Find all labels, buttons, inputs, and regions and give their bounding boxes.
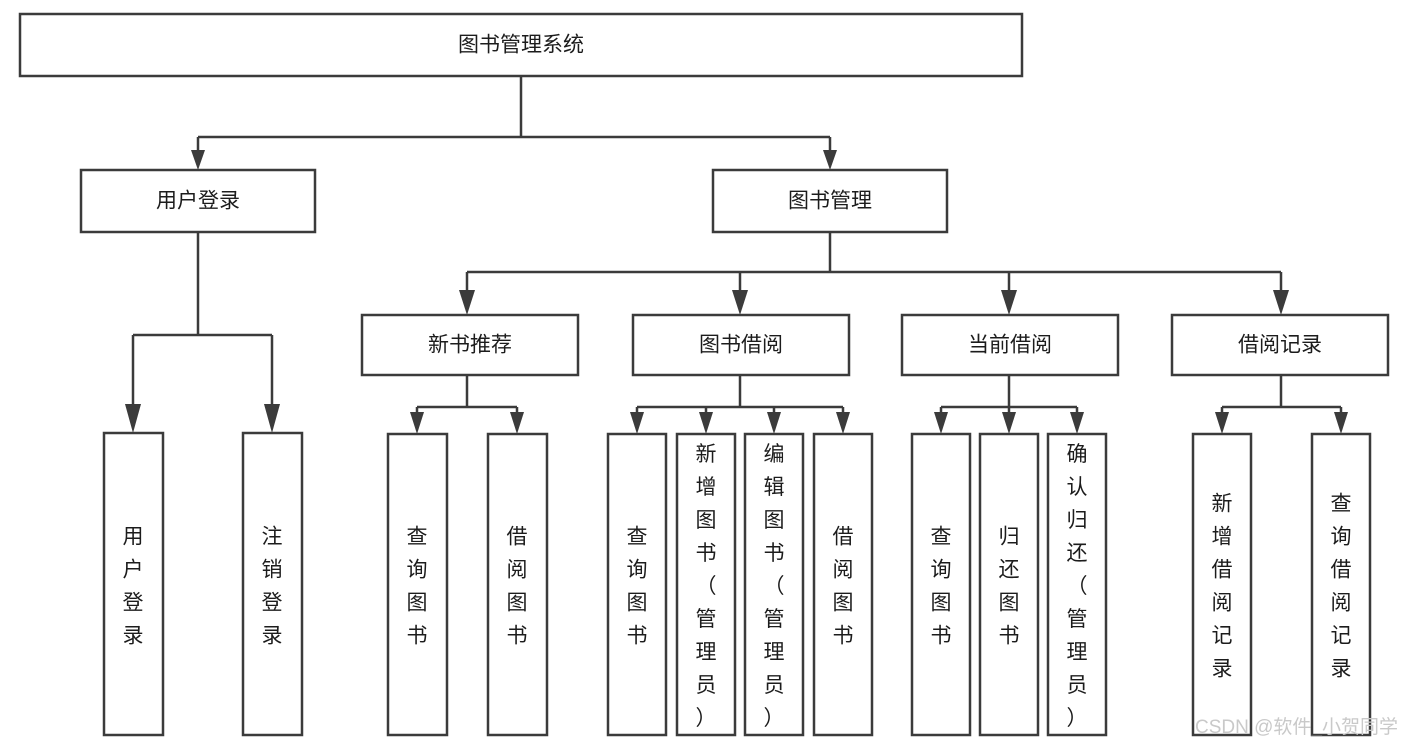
leaf-current-borrow-query-box[interactable] <box>910 432 972 737</box>
node-book-manage[interactable]: 图书管理 <box>711 168 949 234</box>
leaf-new-book-query[interactable]: 查询图书 <box>386 432 449 737</box>
leaf-book-borrow-query[interactable]: 查询图书 <box>606 432 668 737</box>
arrow-to-current-borrow <box>1001 290 1017 315</box>
leaf-borrow-record-add[interactable]: 新增借阅记录 <box>1191 432 1253 737</box>
arrow-to-leaf-user-login <box>125 404 141 433</box>
connector-layer <box>125 76 1348 434</box>
node-borrow-record-label: 借阅记录 <box>1238 334 1322 357</box>
arrow-to-new-book-recommend <box>459 290 475 315</box>
node-current-borrow[interactable]: 当前借阅 <box>900 313 1120 377</box>
arrow-bookborrow-leaf-3 <box>767 412 781 434</box>
leaf-user-login-login[interactable]: 用户登录 <box>102 431 165 737</box>
node-book-manage-box[interactable] <box>711 168 949 234</box>
leaf-current-borrow-confirm[interactable]: 确认归还（管理员） <box>1046 432 1108 737</box>
leaf-current-borrow-query-label: 查询图书 <box>931 526 952 648</box>
leaf-book-borrow-add[interactable]: 新增图书（管理员） <box>675 432 737 737</box>
leaf-book-borrow-query-label: 查询图书 <box>627 526 648 648</box>
leaf-current-borrow-return-box[interactable] <box>978 432 1040 737</box>
node-root-label: 图书管理系统 <box>458 34 584 57</box>
node-book-manage-label: 图书管理 <box>788 190 872 213</box>
leaf-current-borrow-confirm-label: 确认归还（管理员） <box>1067 443 1088 730</box>
leaf-new-book-borrow-label: 借阅图书 <box>507 526 528 648</box>
node-current-borrow-label: 当前借阅 <box>968 334 1052 357</box>
leaf-borrow-record-query[interactable]: 查询借阅记录 <box>1310 432 1372 737</box>
arrow-currentborrow-leaf-1 <box>934 412 948 434</box>
node-current-borrow-box[interactable] <box>900 313 1120 377</box>
leaf-new-book-query-label: 查询图书 <box>407 526 428 648</box>
leaf-user-login-login-label: 用户登录 <box>123 526 144 648</box>
leaf-book-borrow-query-box[interactable] <box>606 432 668 737</box>
node-root[interactable]: 图书管理系统 <box>18 12 1024 78</box>
node-new-book-recommend-box[interactable] <box>360 313 580 377</box>
arrow-currentborrow-leaf-3 <box>1070 412 1084 434</box>
arrow-to-book-manage <box>823 150 837 170</box>
leaf-user-login-logout-label: 注销登录 <box>262 526 283 648</box>
arrow-newbook-leaf-1 <box>410 412 424 434</box>
node-borrow-record-box[interactable] <box>1170 313 1390 377</box>
arrow-to-user-login <box>191 150 205 170</box>
node-user-login-label: 用户登录 <box>156 190 240 213</box>
node-user-login-box[interactable] <box>79 168 317 234</box>
csdn-watermark: CSDN @软件_小贺同学 <box>1195 716 1398 738</box>
arrow-borrowrecord-leaf-1 <box>1215 412 1229 434</box>
arrow-currentborrow-leaf-2 <box>1002 412 1016 434</box>
leaf-current-borrow-return[interactable]: 归还图书 <box>978 432 1040 737</box>
leaf-book-borrow-borrow-box[interactable] <box>812 432 874 737</box>
node-book-borrow-box[interactable] <box>631 313 851 377</box>
arrow-newbook-leaf-2 <box>510 412 524 434</box>
leaf-borrow-record-query-label: 查询借阅记录 <box>1331 493 1352 681</box>
leaf-borrow-record-add-label: 新增借阅记录 <box>1212 493 1233 681</box>
arrow-to-book-borrow <box>732 290 748 315</box>
leaf-book-borrow-add-box[interactable] <box>675 432 737 737</box>
leaf-user-login-logout-box[interactable] <box>241 431 304 737</box>
leaf-current-borrow-query[interactable]: 查询图书 <box>910 432 972 737</box>
leaf-new-book-borrow[interactable]: 借阅图书 <box>486 432 549 737</box>
leaf-borrow-record-query-box[interactable] <box>1310 432 1372 737</box>
leaf-book-borrow-borrow-label: 借阅图书 <box>833 526 854 648</box>
arrow-to-borrow-record <box>1273 290 1289 315</box>
leaf-book-borrow-edit-label: 编辑图书（管理员） <box>764 443 785 730</box>
arrow-bookborrow-leaf-4 <box>836 412 850 434</box>
leaf-user-login-logout[interactable]: 注销登录 <box>241 431 304 737</box>
leaf-new-book-borrow-box[interactable] <box>486 432 549 737</box>
arrow-to-leaf-logout <box>264 404 280 433</box>
node-book-borrow[interactable]: 图书借阅 <box>631 313 851 377</box>
leaf-book-borrow-borrow[interactable]: 借阅图书 <box>812 432 874 737</box>
leaf-current-borrow-return-label: 归还图书 <box>999 526 1020 648</box>
node-new-book-recommend-label: 新书推荐 <box>428 334 512 357</box>
leaf-current-borrow-confirm-box[interactable] <box>1046 432 1108 737</box>
leaf-book-borrow-add-label: 新增图书（管理员） <box>696 443 717 730</box>
leaf-borrow-record-add-box[interactable] <box>1191 432 1253 737</box>
leaf-new-book-query-box[interactable] <box>386 432 449 737</box>
node-book-borrow-label: 图书借阅 <box>699 334 783 357</box>
leaf-book-borrow-edit-box[interactable] <box>743 432 805 737</box>
arrow-bookborrow-leaf-1 <box>630 412 644 434</box>
node-user-login[interactable]: 用户登录 <box>79 168 317 234</box>
leaf-user-login-login-box[interactable] <box>102 431 165 737</box>
arrow-borrowrecord-leaf-2 <box>1334 412 1348 434</box>
node-root-box[interactable] <box>18 12 1024 78</box>
node-new-book-recommend[interactable]: 新书推荐 <box>360 313 580 377</box>
leaf-book-borrow-edit[interactable]: 编辑图书（管理员） <box>743 432 805 737</box>
node-borrow-record[interactable]: 借阅记录 <box>1170 313 1390 377</box>
arrow-bookborrow-leaf-2 <box>699 412 713 434</box>
